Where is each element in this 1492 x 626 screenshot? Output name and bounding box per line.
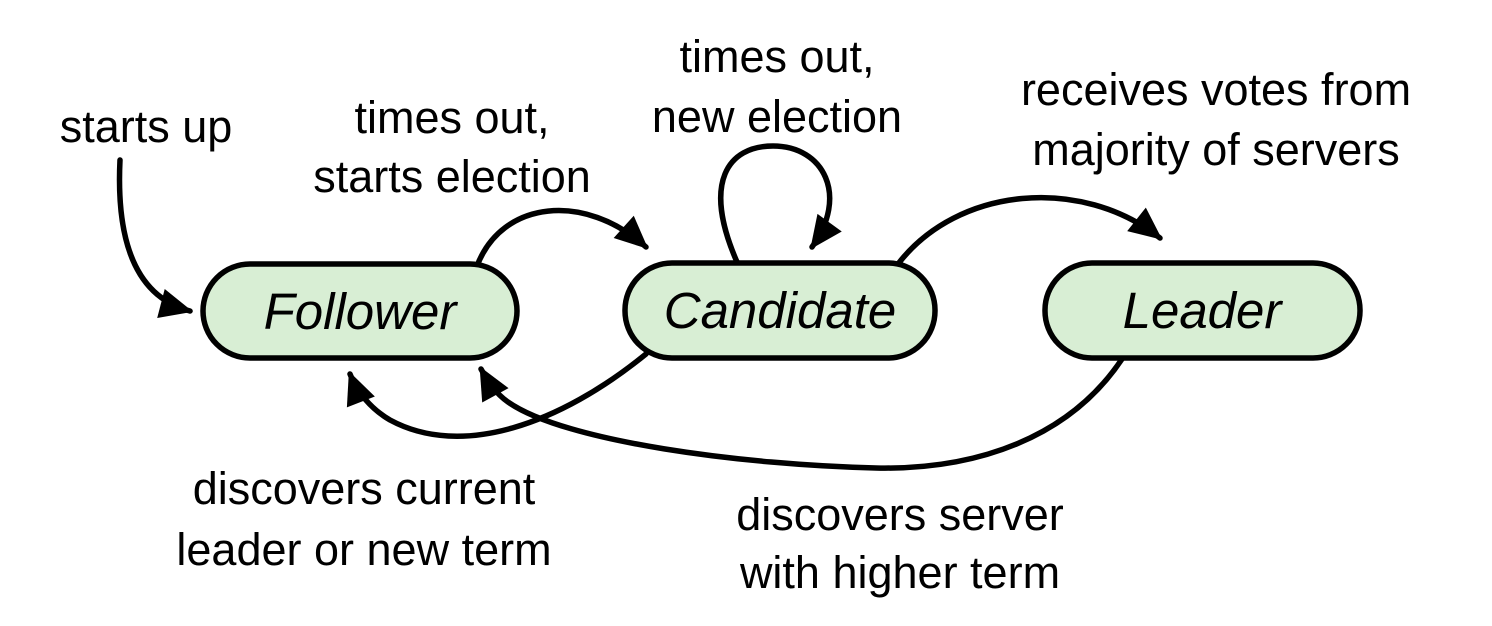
- label-times-out-starts-election-line1: times out,: [354, 92, 549, 143]
- state-leader: Leader: [1042, 260, 1363, 361]
- label-discovers-server-higher-term-line1: discovers server: [736, 489, 1064, 540]
- label-receives-votes-line2: majority of servers: [1032, 124, 1400, 175]
- edge-follower-to-candidate-arrow: [474, 207, 649, 269]
- label-discovers-current-leader-line2: leader or new term: [176, 524, 551, 575]
- edge-candidate-self-loop-arrow: [718, 143, 842, 265]
- state-candidate: Candidate: [622, 260, 938, 361]
- label-discovers-current-leader-line1: discovers current: [193, 463, 536, 514]
- label-discovers-server-higher-term: discovers server with higher term: [736, 489, 1064, 598]
- label-times-out-starts-election: times out, starts election: [313, 92, 591, 202]
- edge-candidate-to-follower-arrow: [346, 351, 649, 439]
- label-times-out-starts-election-line2: starts election: [313, 151, 591, 202]
- label-receives-votes: receives votes from majority of servers: [1021, 64, 1411, 175]
- edge-candidate-to-leader-arrow: [895, 194, 1163, 267]
- state-follower-pill: [200, 261, 520, 361]
- state-candidate-label: Candidate: [664, 282, 897, 339]
- edge-starts-up-arrow: [116, 157, 193, 318]
- state-candidate-pill: [622, 260, 938, 361]
- label-discovers-current-leader: discovers current leader or new term: [176, 463, 551, 575]
- label-times-out-new-election: times out, new election: [652, 31, 902, 142]
- state-follower-label: Follower: [264, 283, 459, 340]
- label-times-out-new-election-line2: new election: [652, 91, 902, 142]
- label-times-out-new-election-line1: times out,: [679, 31, 874, 82]
- state-follower: Follower: [200, 261, 520, 361]
- label-receives-votes-line1: receives votes from: [1021, 64, 1411, 115]
- state-leader-pill: [1042, 260, 1363, 361]
- label-starts-up: starts up: [60, 101, 233, 152]
- edge-leader-to-follower-arrow: [478, 356, 1125, 471]
- state-leader-label: Leader: [1123, 282, 1284, 339]
- label-discovers-server-higher-term-line2: with higher term: [739, 547, 1060, 598]
